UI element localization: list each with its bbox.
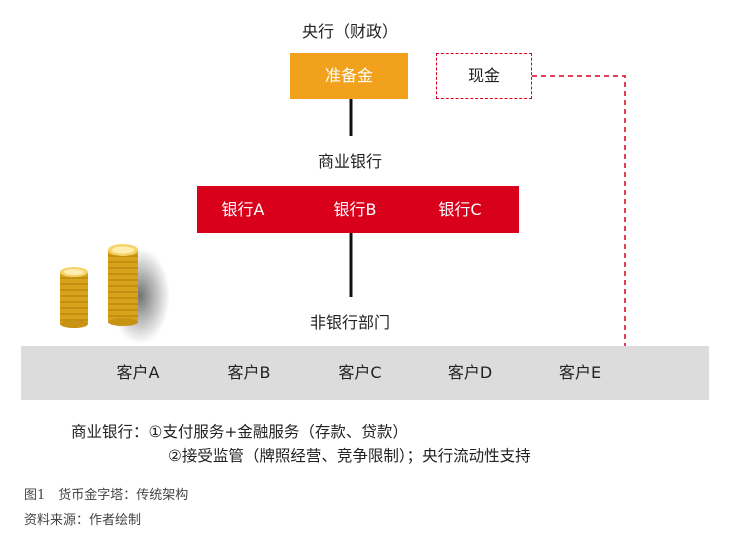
commercial-bank-title: 商业银行 bbox=[317, 152, 382, 171]
client-label-e: 客户E bbox=[558, 363, 602, 382]
note-line-2: ②接受监管（牌照经营、竞争限制）；央行流动性支持 bbox=[168, 447, 531, 465]
tall-coin-stack-icon bbox=[108, 244, 138, 326]
bank-label-b: 银行B bbox=[333, 200, 377, 219]
client-label-c: 客户C bbox=[338, 363, 382, 382]
client-label-b: 客户B bbox=[227, 363, 271, 382]
non-bank-title: 非银行部门 bbox=[309, 313, 390, 332]
reserve-box: 准备金 bbox=[290, 53, 408, 99]
small-coin-stack-icon bbox=[60, 267, 88, 328]
cash-to-client-dashed-line bbox=[532, 75, 626, 346]
figure-caption: 图1 货币金字塔：传统架构 bbox=[24, 488, 189, 503]
bank-label-a: 银行A bbox=[221, 200, 265, 219]
coin-stacks-icon bbox=[60, 244, 170, 344]
bank-bar: 银行A 银行B 银行C bbox=[197, 186, 519, 233]
client-bar: 客户A 客户B 客户C 客户D 客户E bbox=[21, 346, 709, 400]
figure-source: 资料来源：作者绘制 bbox=[24, 513, 142, 528]
client-label-a: 客户A bbox=[116, 363, 160, 382]
central-bank-title: 央行（财政） bbox=[301, 22, 398, 41]
cash-box: 现金 bbox=[436, 53, 532, 99]
client-label-d: 客户D bbox=[447, 363, 493, 382]
bank-label-c: 银行C bbox=[438, 200, 482, 219]
note-line-1: 商业银行：①支付服务+金融服务（存款、贷款） bbox=[71, 423, 408, 441]
